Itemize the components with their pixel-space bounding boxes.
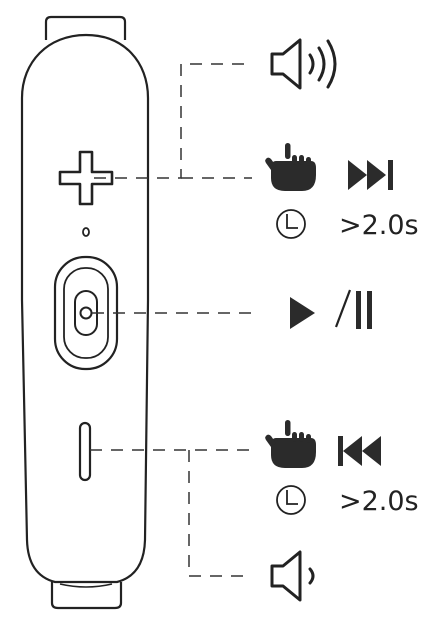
microphone-hole bbox=[82, 227, 90, 237]
hand-press-icon bbox=[265, 143, 316, 191]
hold-duration-label: >2.0s bbox=[339, 486, 419, 517]
volume-down-icon bbox=[270, 550, 315, 602]
leader-line-volume-down bbox=[188, 450, 252, 577]
previous-track-icon bbox=[338, 436, 381, 466]
bottom-cap bbox=[50, 582, 123, 610]
body-outline bbox=[20, 33, 150, 584]
top-cap bbox=[44, 15, 127, 40]
bottom-cap-seam bbox=[59, 583, 113, 588]
leader-line-volume-up bbox=[94, 63, 252, 179]
minus-icon[interactable] bbox=[78, 421, 92, 482]
hold-duration-label: >2.0s bbox=[339, 210, 419, 241]
leader-lines bbox=[90, 63, 260, 577]
volume-up-icon bbox=[270, 38, 337, 90]
next-track-icon bbox=[348, 160, 393, 190]
hand-press-icon bbox=[265, 420, 316, 468]
remote-body bbox=[20, 15, 150, 610]
play-pause-icon bbox=[290, 289, 372, 329]
clock-icon bbox=[276, 485, 306, 515]
plus-icon[interactable] bbox=[58, 150, 114, 206]
multifunction-button-icon[interactable] bbox=[53, 255, 119, 371]
clock-icon bbox=[276, 209, 306, 239]
